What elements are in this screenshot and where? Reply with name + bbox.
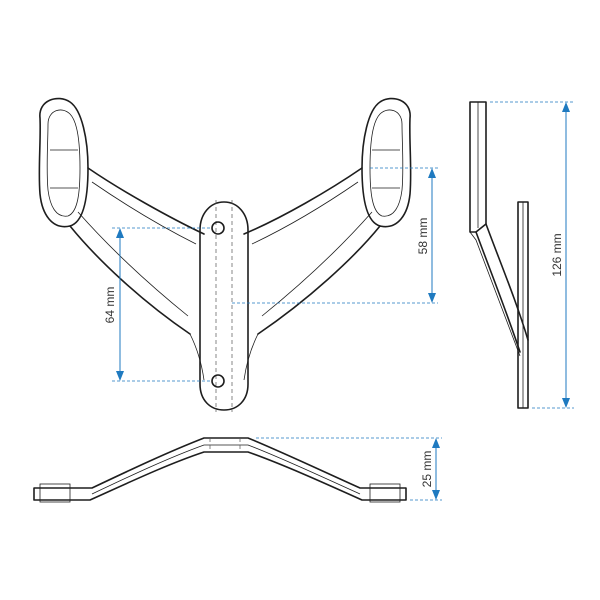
right-arm [243,167,381,335]
left-arm [69,167,205,335]
dimension-profile-height: 25 mm [256,437,442,501]
dimension-total-height: 126 mm [490,101,574,409]
dimension-label-64: 64 mm [103,287,117,324]
dimension-arm-drop: 58 mm [232,167,438,304]
central-spine [199,201,249,411]
dimension-hole-spacing: 64 mm [103,227,210,382]
dimension-label-58: 58 mm [416,218,430,255]
dimension-label-25: 25 mm [420,451,434,488]
top-profile-view [33,437,407,503]
upper-mounting-hole [211,221,225,235]
right-mounting-pad [361,97,412,228]
side-view [469,101,529,409]
dimension-label-126: 126 mm [550,233,564,276]
lower-mounting-hole [211,374,225,388]
left-mounting-pad [38,97,89,228]
front-view [38,97,412,412]
